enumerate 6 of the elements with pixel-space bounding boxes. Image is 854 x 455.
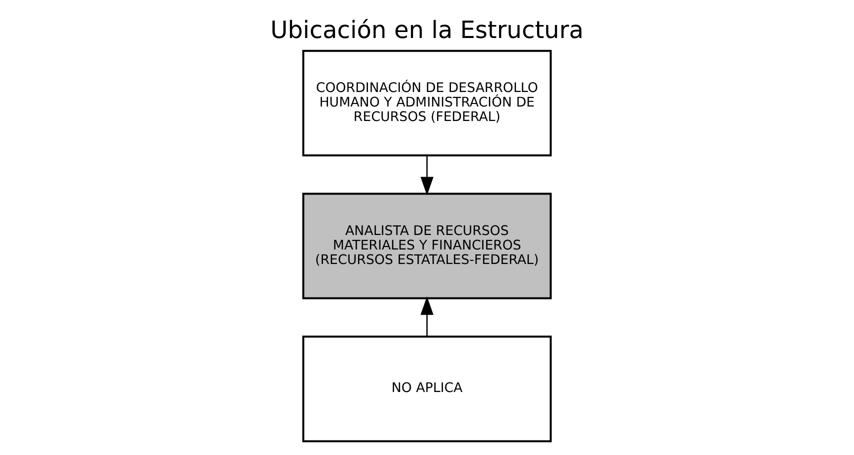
node-box: COORDINACIÓN DE DESARROLLO HUMANO Y ADMINISTRACIÓN DE RECURSOS (FEDERAL) bbox=[302, 50, 552, 156]
arrow bbox=[420, 155, 434, 196]
diagram-title: Ubicación en la Estructura bbox=[270, 16, 584, 44]
arrow bbox=[420, 296, 434, 336]
node-box: NO APLICA bbox=[302, 336, 552, 442]
node-box: ANALISTA DE RECURSOS MATERIALES Y FINANCIEROS (RECURSOS ESTATALES-FEDERAL) bbox=[302, 192, 552, 300]
